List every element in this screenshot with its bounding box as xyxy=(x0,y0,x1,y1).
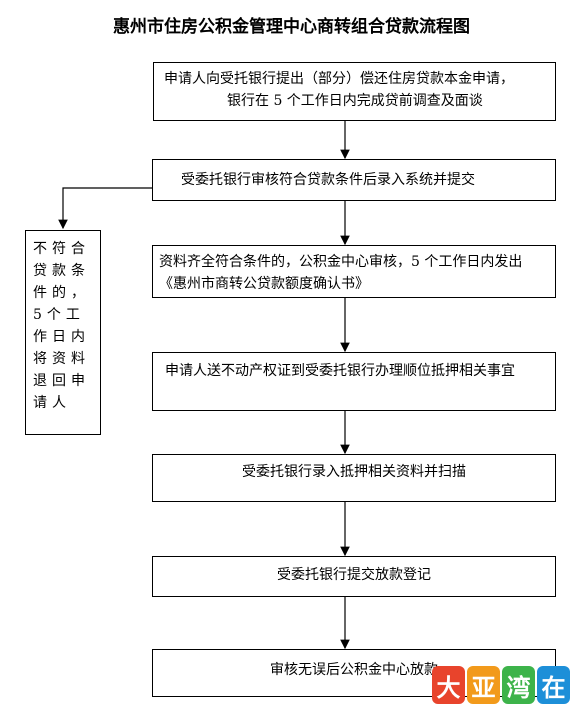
step-7-line-1: 审核无误后公积金中心放款 xyxy=(270,662,438,678)
step-6-line-1: 受委托银行提交放款登记 xyxy=(277,567,431,583)
step-3-line-2: 《惠州市商转公贷款额度确认书》 xyxy=(159,276,369,292)
logo-char-3: 湾 xyxy=(502,666,535,704)
step-4-line-1: 申请人送不动产权证到受委托银行办理顺位抵押相关事宜 xyxy=(165,363,515,379)
step-box-6: 受委托银行提交放款登记 xyxy=(152,556,556,597)
logo-char-1: 大 xyxy=(432,666,465,704)
logo-char-2: 亚 xyxy=(467,666,500,704)
step-1-line-1: 申请人向受托银行提出（部分）偿还住房贷款本金申请， xyxy=(164,71,514,87)
branch-line xyxy=(58,187,152,230)
rejection-box: 不符合贷款条件的，5个工作日内将资料退回申请人 xyxy=(25,230,101,435)
step-box-1: 申请人向受托银行提出（部分）偿还住房贷款本金申请， 银行在 5 个工作日内完成贷… xyxy=(153,62,556,121)
step-3-line-1: 资料齐全符合条件的，公积金中心审核，5 个工作日内发出 xyxy=(159,254,523,270)
step-5-line-1: 受委托银行录入抵押相关资料并扫描 xyxy=(242,464,466,480)
step-box-2: 受委托银行审核符合贷款条件后录入系统并提交 xyxy=(152,159,556,201)
step-1-line-2: 银行在 5 个工作日内完成贷前调查及面谈 xyxy=(227,93,483,109)
step-box-3: 资料齐全符合条件的，公积金中心审核，5 个工作日内发出 《惠州市商转公贷款额度确… xyxy=(152,245,556,298)
step-box-4: 申请人送不动产权证到受委托银行办理顺位抵押相关事宜 xyxy=(152,352,556,411)
step-box-5: 受委托银行录入抵押相关资料并扫描 xyxy=(152,454,556,502)
page-title: 惠州市住房公积金管理中心商转组合贷款流程图 xyxy=(113,17,470,37)
site-logo-watermark: 大 亚 湾 在 xyxy=(432,664,572,706)
step-2-line-1: 受委托银行审核符合贷款条件后录入系统并提交 xyxy=(181,172,475,188)
logo-char-4: 在 xyxy=(537,666,570,704)
